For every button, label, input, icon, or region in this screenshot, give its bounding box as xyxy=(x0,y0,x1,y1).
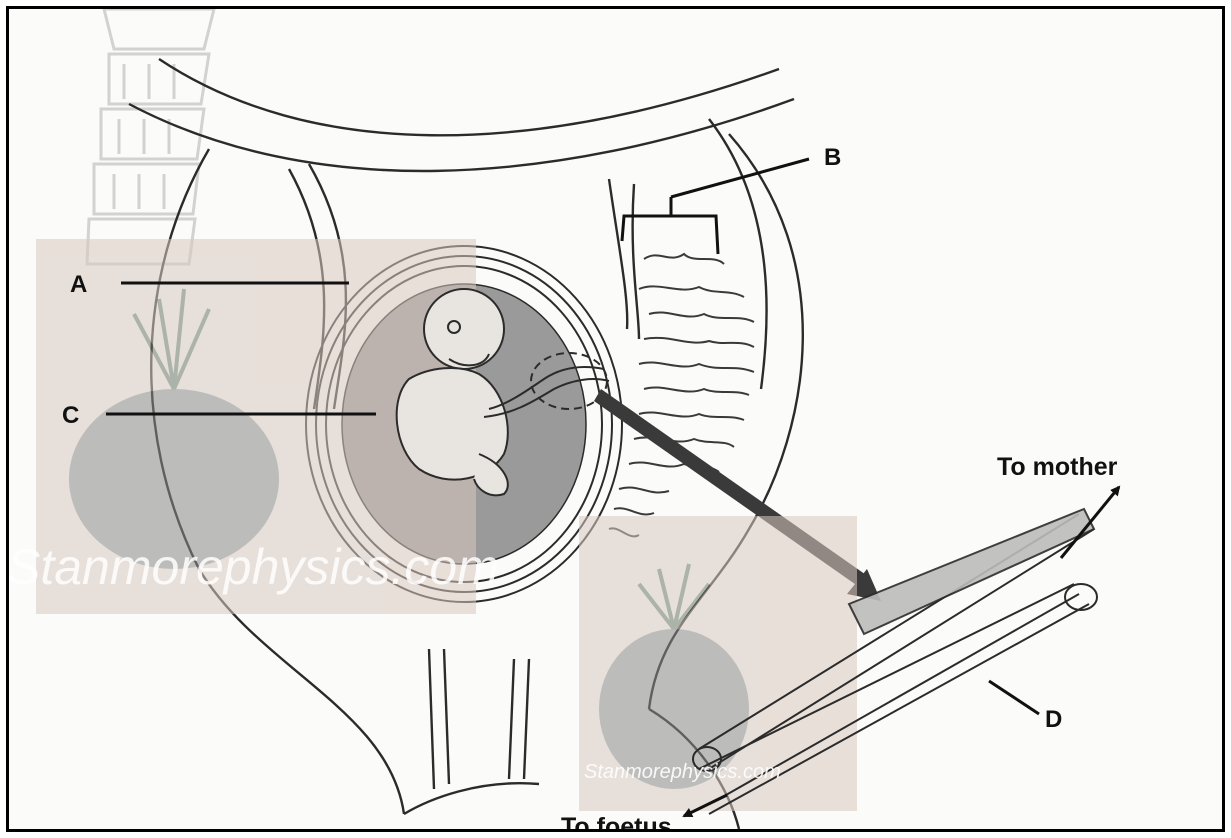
leader-line-b xyxy=(671,159,809,197)
label-a: A xyxy=(70,271,87,298)
diagram-frame: A B C D To mother To foetus Stanmorephys… xyxy=(6,6,1225,832)
bracket-b xyxy=(622,197,718,254)
label-d: D xyxy=(1045,706,1062,733)
label-b: B xyxy=(824,144,841,171)
placenta-diagram: A B C D To mother To foetus Stanmorephys… xyxy=(9,9,1225,832)
label-c: C xyxy=(62,402,79,429)
label-to-foetus: To foetus xyxy=(561,813,672,832)
leader-line-d xyxy=(989,681,1039,714)
watermark-small: Stanmorephysics.com xyxy=(584,761,781,783)
tower-logo-icon xyxy=(87,9,214,264)
label-to-mother: To mother xyxy=(997,453,1118,481)
watermark-large: Stanmorephysics.com xyxy=(9,539,499,595)
